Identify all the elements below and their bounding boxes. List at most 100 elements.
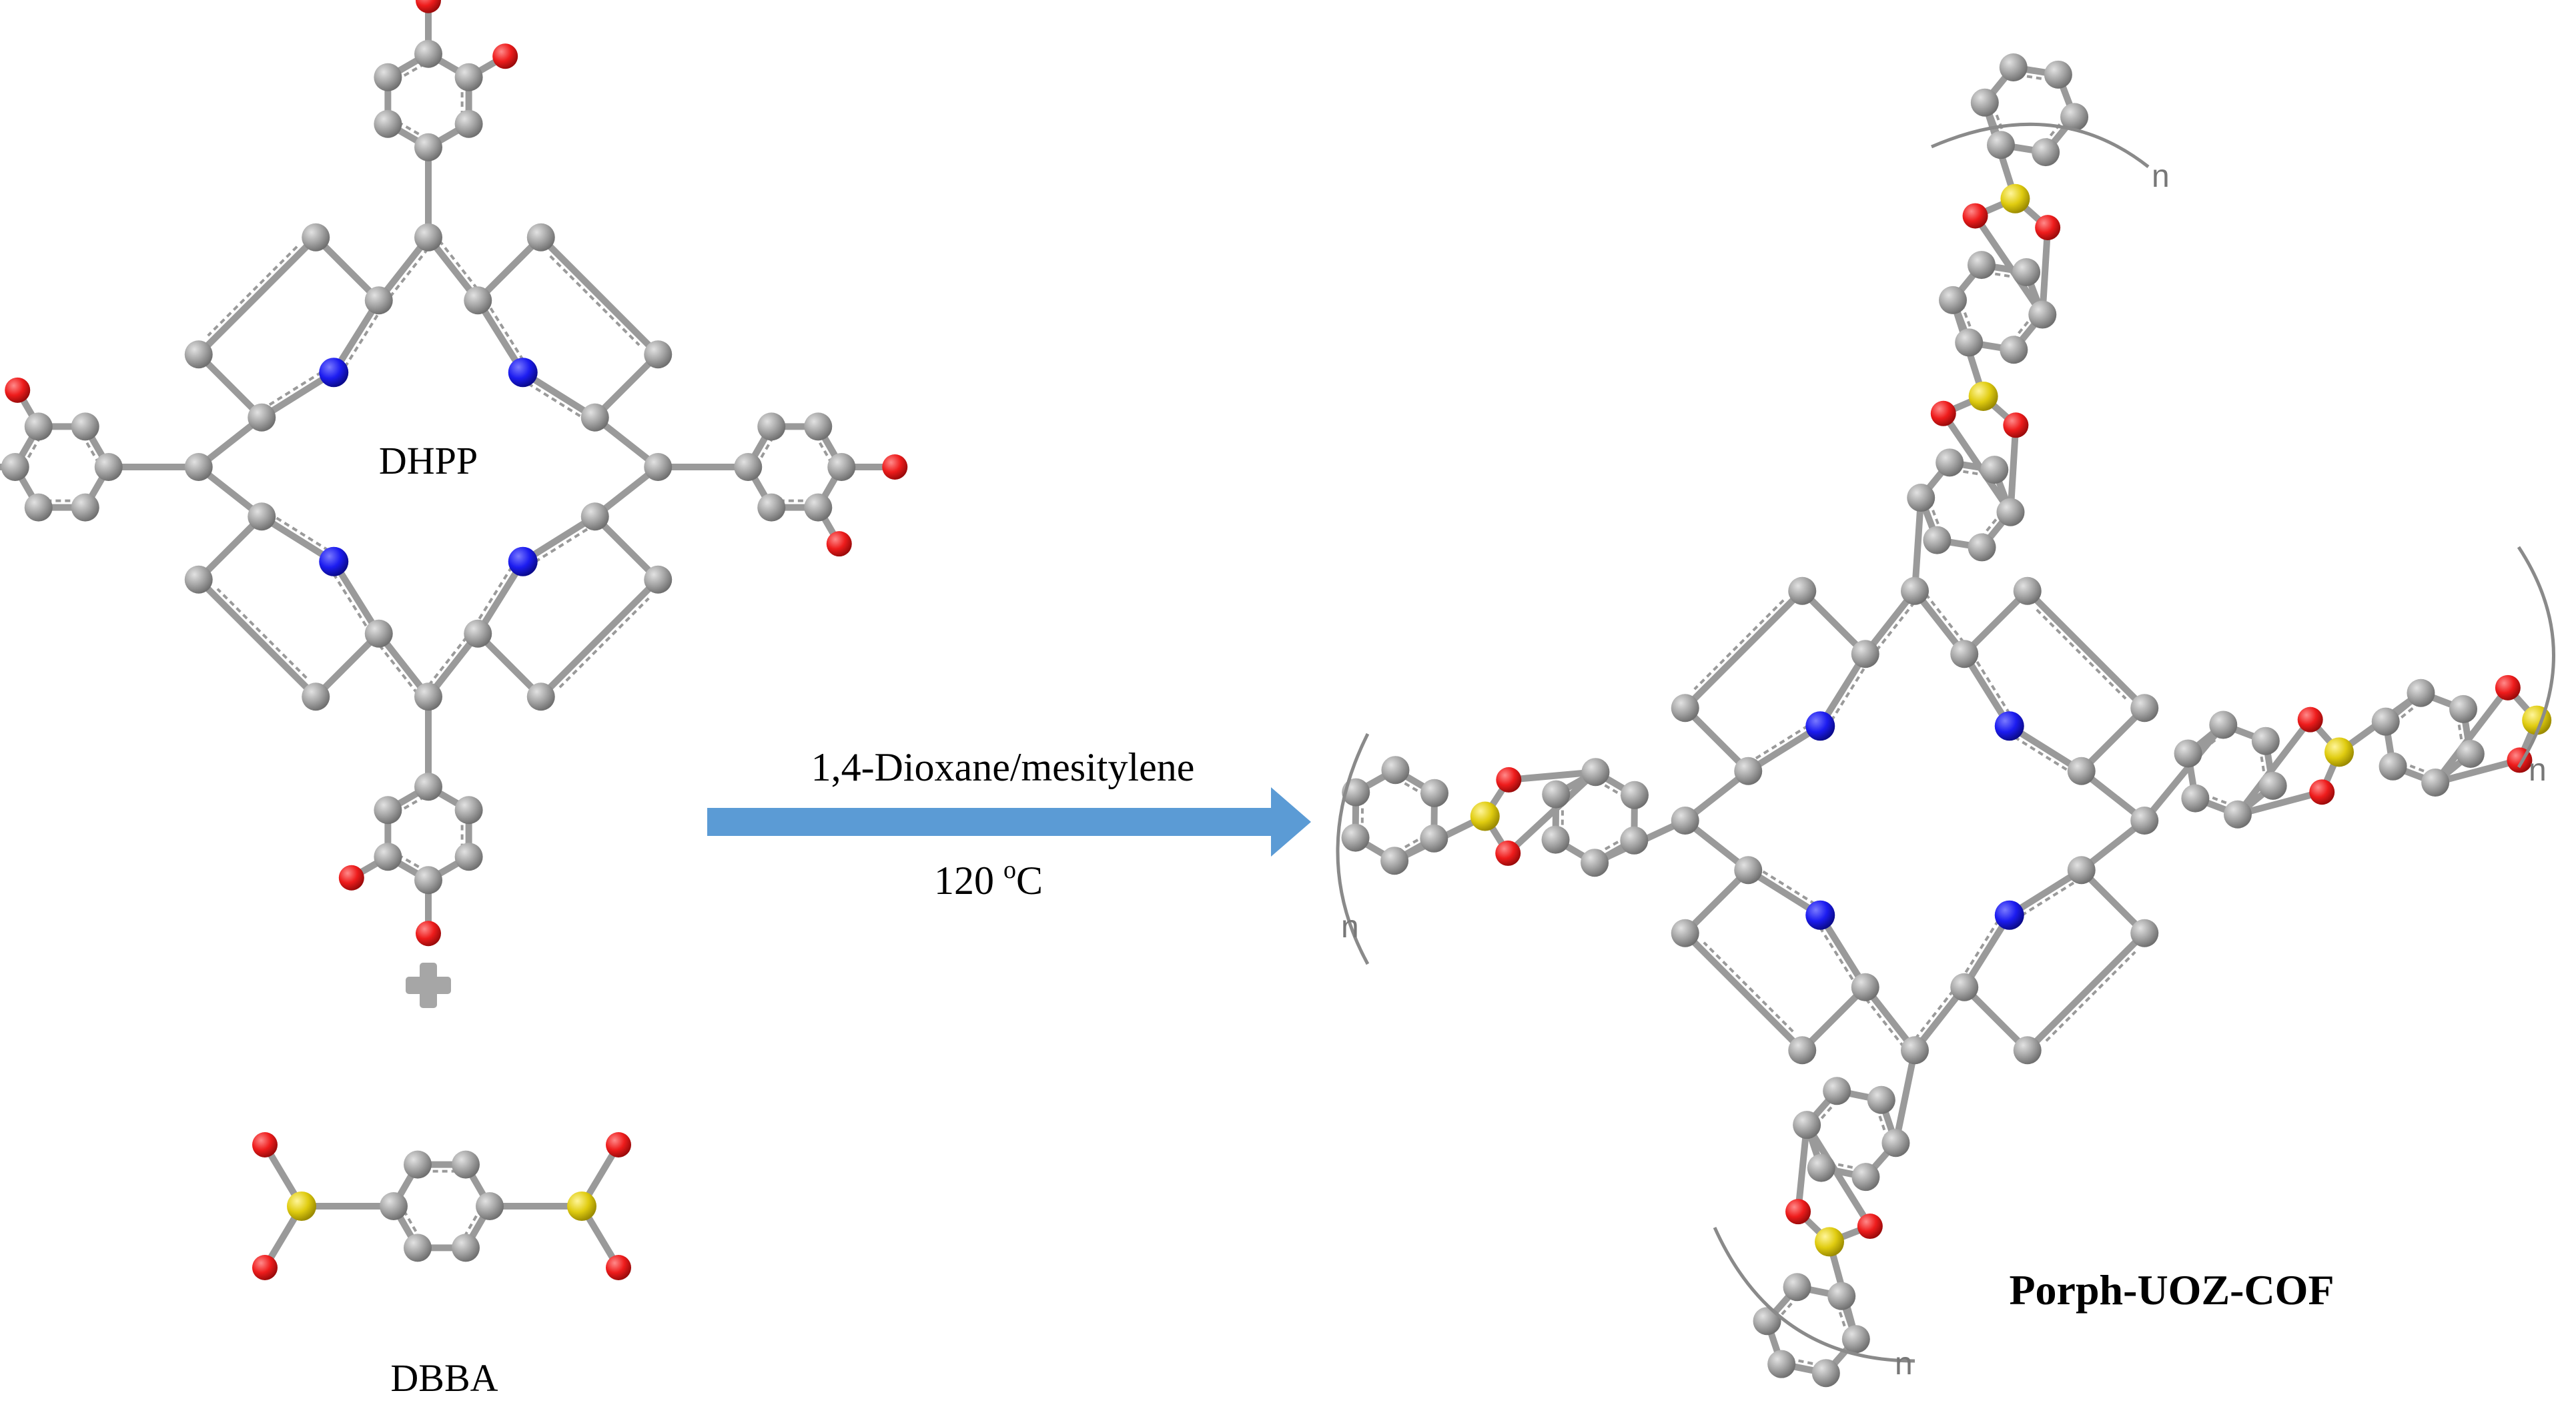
- carbon-atom: [1811, 1359, 1840, 1388]
- bond: [591, 513, 662, 583]
- boron-atom: [1968, 381, 1998, 411]
- carbon-atom: [380, 1192, 408, 1220]
- aromatic-bond: [273, 515, 330, 552]
- oxygen-atom: [338, 865, 364, 891]
- carbon-atom: [1671, 694, 1699, 723]
- bond: [1795, 1121, 1811, 1216]
- oxygen-atom: [2003, 412, 2029, 438]
- carbon-atom: [1381, 756, 1410, 785]
- carbon-atom: [2449, 694, 2478, 723]
- arrow-shaft: [707, 808, 1274, 836]
- carbon-atom: [2421, 768, 2450, 797]
- reaction-solvent: 1,4-Dioxane/mesitylene: [811, 745, 1195, 789]
- carbon-atom: [1581, 758, 1610, 787]
- carbon-atom: [452, 1234, 480, 1262]
- carbon-atom: [184, 340, 213, 369]
- carbon-atom: [2013, 576, 2042, 605]
- bond: [1961, 983, 2031, 1054]
- carbon-atom: [1788, 576, 1817, 605]
- aromatic-bond: [216, 588, 308, 679]
- porph-uoz-cof-structure: [1341, 53, 2552, 1388]
- carbon-atom: [2044, 60, 2072, 89]
- aromatic-bond: [266, 371, 323, 408]
- carbon-atom: [2012, 258, 2041, 286]
- carbon-atom: [2223, 800, 2252, 829]
- carbon-atom: [302, 682, 330, 711]
- carbon-atom: [1999, 53, 2028, 81]
- aromatic-bond: [1703, 941, 1794, 1033]
- carbon-atom: [1, 453, 29, 481]
- aromatic-bond: [476, 566, 513, 622]
- aromatic-bond: [558, 597, 650, 688]
- carbon-atom: [580, 403, 609, 432]
- carbon-atom: [452, 1150, 480, 1179]
- bond: [2432, 757, 2523, 786]
- bond: [312, 630, 382, 700]
- bond: [2039, 224, 2052, 318]
- bond: [1961, 587, 2031, 658]
- aromatic-bond: [378, 644, 418, 694]
- carbon-atom: [1420, 824, 1448, 853]
- carbon-atom: [2013, 1036, 2042, 1065]
- dbba-bonds: [262, 1141, 622, 1271]
- dbba-molecule: [252, 1132, 631, 1280]
- carbon-atom: [1783, 1273, 1811, 1302]
- oxygen-atom: [1785, 1199, 1811, 1225]
- carbon-atom: [374, 843, 402, 871]
- bond: [2432, 684, 2511, 786]
- repeat-n-bottom: n: [1895, 1346, 1913, 1382]
- oxygen-atom: [826, 531, 852, 557]
- carbon-atom: [1851, 1163, 1880, 1192]
- carbon-atom: [476, 1192, 504, 1220]
- carbon-atom: [644, 565, 673, 594]
- nitrogen-atom: [319, 358, 349, 388]
- bracket-right: [2517, 546, 2555, 769]
- carbon-atom: [1968, 533, 1996, 562]
- carbon-atom: [454, 796, 483, 825]
- carbon-atom: [1671, 807, 1699, 835]
- aromatic-bond: [344, 312, 380, 368]
- carbon-atom: [1788, 1036, 1817, 1065]
- boron-atom: [1815, 1227, 1845, 1257]
- bond: [2078, 704, 2148, 775]
- carbon-atom: [2371, 707, 2400, 736]
- carbon-atom: [526, 682, 555, 711]
- boron-atom: [567, 1192, 596, 1221]
- bond: [1911, 494, 1925, 594]
- boron-atom: [1470, 801, 1500, 831]
- carbon-atom: [1907, 484, 1936, 512]
- carbon-atom: [1734, 856, 1763, 885]
- carbon-atom: [1851, 640, 1879, 668]
- oxygen-atom: [252, 1132, 278, 1157]
- arrow-head: [1271, 787, 1311, 857]
- bond: [1940, 410, 2014, 516]
- carbon-atom: [1827, 1282, 1856, 1310]
- carbon-atom: [644, 453, 673, 481]
- carbon-atom: [2028, 300, 2057, 329]
- carbon-atom: [1955, 328, 1984, 357]
- boron-atom: [2000, 183, 2030, 213]
- carbon-atom: [2000, 336, 2028, 364]
- carbon-atom: [454, 843, 483, 871]
- product-label: Porph-UOZ-COF: [2009, 1266, 2334, 1314]
- aromatic-bond: [438, 240, 478, 290]
- aromatic-bond: [1759, 869, 1816, 905]
- repeat-n-top: n: [2152, 159, 2170, 194]
- aromatic-bond: [207, 246, 298, 337]
- dhpp-atoms: [1, 0, 908, 947]
- carbon-atom: [1823, 1077, 1851, 1105]
- carbon-atom: [1986, 131, 2015, 159]
- oxygen-atom: [1495, 840, 1521, 866]
- carbon-atom: [734, 453, 763, 481]
- carbon-atom: [1950, 640, 1979, 668]
- nitrogen-atom: [1805, 900, 1835, 930]
- carbon-atom: [1881, 1129, 1910, 1157]
- nitrogen-atom: [1994, 900, 2024, 930]
- nitrogen-atom: [1805, 711, 1835, 741]
- aromatic-bond: [527, 382, 584, 419]
- cof-bonds: [1352, 63, 2541, 1377]
- carbon-atom: [1620, 826, 1649, 855]
- aromatic-bond: [1925, 593, 1965, 643]
- carbon-atom: [1581, 849, 1609, 877]
- aromatic-bond: [388, 248, 429, 298]
